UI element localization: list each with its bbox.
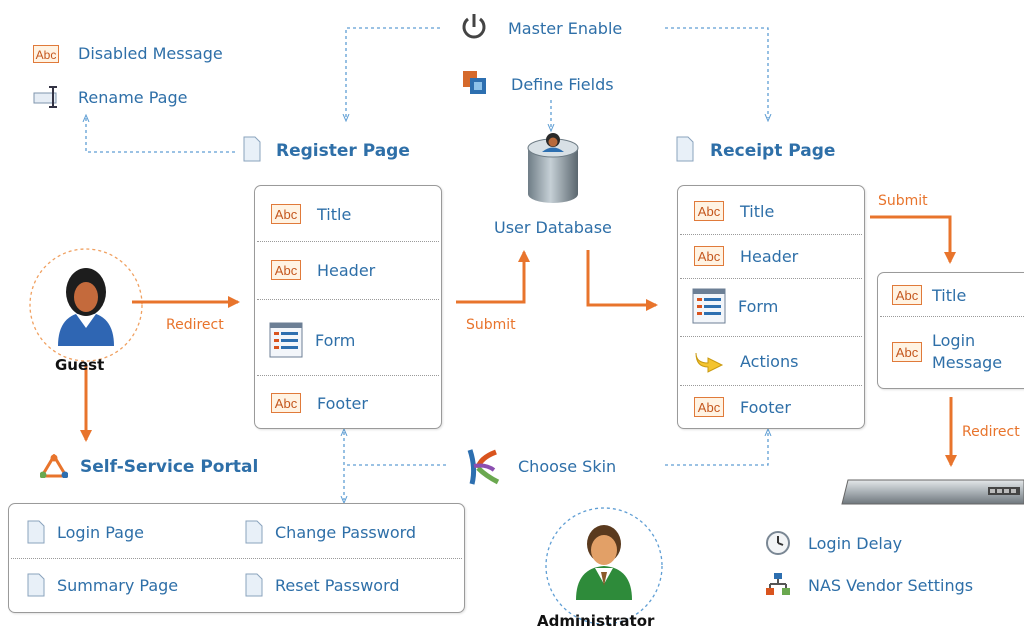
form-icon	[692, 288, 726, 324]
network-icon	[766, 572, 790, 600]
redirect-label: Redirect	[166, 317, 224, 333]
register-item-footer[interactable]: Abc Footer	[255, 385, 441, 421]
disabled-message-label[interactable]: Disabled Message	[78, 44, 223, 63]
register-page-heading[interactable]: Register Page	[276, 141, 410, 161]
administrator-avatar-icon	[568, 520, 640, 606]
abc-icon: Abc	[892, 342, 922, 362]
login-delay-label[interactable]: Login Delay	[808, 534, 903, 553]
portal-pages-box: Login Page Change Password Summary Page …	[8, 503, 465, 613]
abc-icon: Abc	[694, 246, 724, 266]
abc-icon: Abc	[892, 285, 922, 305]
server-device-icon	[840, 478, 1024, 512]
register-item-header[interactable]: Abc Header	[255, 252, 441, 288]
submit-label: Submit	[466, 317, 516, 333]
portal-item-reset-password[interactable]: Reset Password	[245, 567, 400, 603]
abc-icon: Abc	[271, 204, 301, 224]
portal-item-change-password[interactable]: Change Password	[245, 514, 416, 550]
administrator-label: Administrator	[537, 612, 655, 630]
portal-item-login-page[interactable]: Login Page	[27, 514, 144, 550]
page-icon	[245, 520, 263, 544]
register-item-form[interactable]: Form	[255, 310, 441, 370]
abc-icon: Abc	[271, 393, 301, 413]
guest-label: Guest	[55, 356, 105, 374]
login-item-title[interactable]: Abc Title	[878, 281, 1024, 309]
nas-vendor-settings-label[interactable]: NAS Vendor Settings	[808, 576, 974, 595]
choose-skin-label[interactable]: Choose Skin	[518, 457, 617, 476]
form-icon	[269, 322, 303, 358]
receipt-item-title[interactable]: Abc Title	[678, 194, 864, 228]
portal-icon	[39, 453, 69, 482]
redirect-label: Redirect	[962, 424, 1020, 440]
guest-avatar-icon	[50, 266, 122, 352]
skin-icon	[466, 448, 500, 490]
page-icon	[245, 573, 263, 597]
page-icon	[676, 136, 694, 166]
rename-page-label[interactable]: Rename Page	[78, 88, 188, 107]
self-service-portal-label[interactable]: Self-Service Portal	[80, 457, 259, 477]
database-icon	[526, 130, 580, 210]
user-database-label[interactable]: User Database	[494, 218, 612, 237]
master-enable-label[interactable]: Master Enable	[508, 19, 623, 38]
receipt-item-header[interactable]: Abc Header	[678, 239, 864, 273]
submit-label: Submit	[878, 193, 928, 209]
define-fields-icon[interactable]	[462, 70, 488, 100]
receipt-item-footer[interactable]: Abc Footer	[678, 390, 864, 424]
register-page-box: Abc Title Abc Header Form Abc Footer	[254, 185, 442, 429]
clock-icon	[765, 530, 791, 560]
receipt-page-heading[interactable]: Receipt Page	[710, 141, 836, 161]
receipt-item-form[interactable]: Form	[678, 283, 864, 329]
actions-arrow-icon	[695, 352, 724, 373]
receipt-page-box: Abc Title Abc Header Form Actions Abc Fo…	[677, 185, 865, 429]
login-box: Abc Title Abc Login Message	[877, 272, 1024, 389]
page-icon	[27, 573, 45, 597]
portal-item-summary-page[interactable]: Summary Page	[27, 567, 178, 603]
page-icon	[27, 520, 45, 544]
register-item-title[interactable]: Abc Title	[255, 196, 441, 232]
page-icon	[243, 136, 261, 166]
abc-icon: Abc	[271, 260, 301, 280]
abc-icon: Abc	[694, 397, 724, 417]
receipt-item-actions[interactable]: Actions	[678, 342, 864, 380]
define-fields-label[interactable]: Define Fields	[511, 75, 614, 94]
abc-icon: Abc	[33, 44, 59, 63]
rename-icon	[33, 86, 63, 112]
login-item-message[interactable]: Abc Login Message	[878, 323, 1024, 381]
abc-icon: Abc	[694, 201, 724, 221]
power-icon[interactable]	[458, 10, 490, 46]
